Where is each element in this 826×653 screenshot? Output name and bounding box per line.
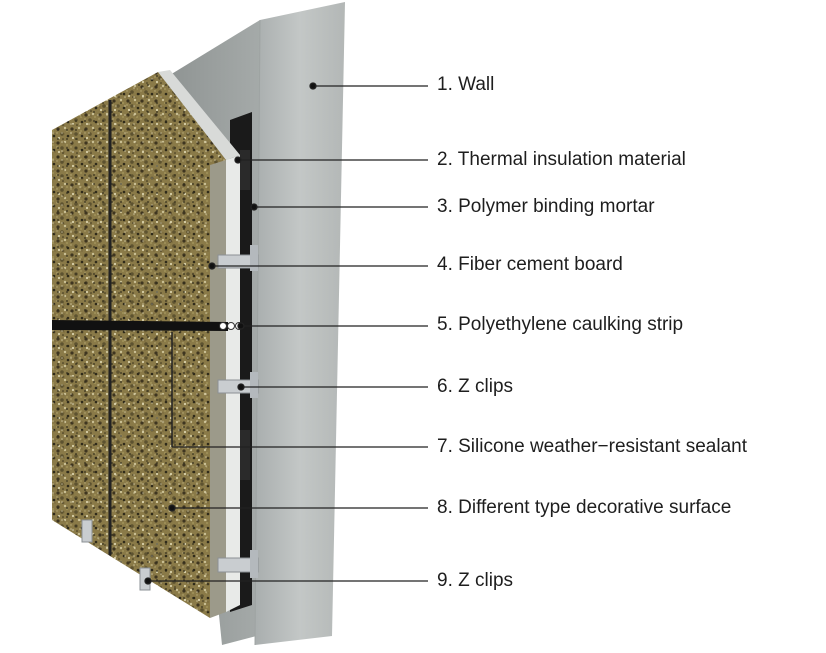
label-silicone-sealant: 7. Silicone weather−resistant sealant <box>437 436 747 457</box>
z-clip-lower <box>217 550 259 578</box>
label-z-clips-lower: 9. Z clips <box>437 570 514 591</box>
caulking-strip <box>52 320 228 331</box>
label-polymer-mortar: 3. Polymer binding mortar <box>437 196 655 217</box>
leader-lines <box>144 82 428 585</box>
z-clip-upper <box>217 245 259 271</box>
label-fiber-cement-board: 4. Fiber cement board <box>437 254 623 275</box>
label-caulking-strip: 5. Polyethylene caulking strip <box>437 314 684 335</box>
label-decorative-surface: 8. Different type decorative surface <box>437 497 732 518</box>
label-thermal-insulation: 2. Thermal insulation material <box>437 149 686 170</box>
thermal-insulation-layer <box>158 70 240 160</box>
label-wall: 1. Wall <box>437 74 495 95</box>
label-z-clips-upper: 6. Z clips <box>437 376 514 397</box>
wall <box>255 2 345 645</box>
